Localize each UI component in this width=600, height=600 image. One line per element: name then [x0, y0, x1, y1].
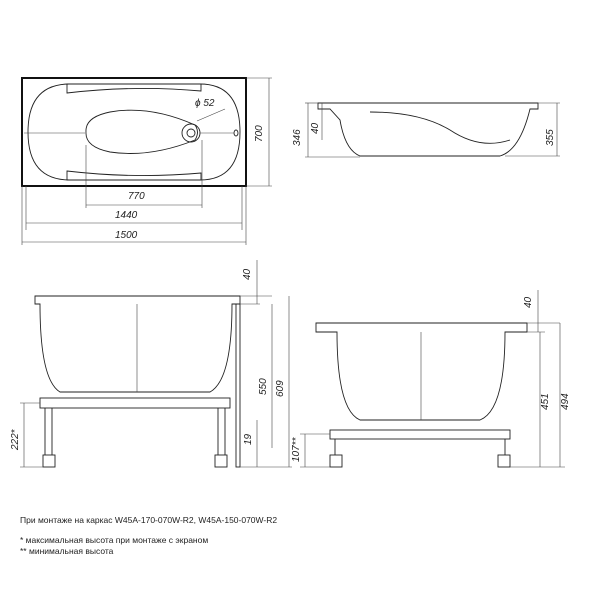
height-346-label: 346 [292, 129, 303, 146]
height-550-label: 550 [258, 378, 269, 395]
front-rim-label: 40 [242, 268, 253, 280]
end-rim-label: 40 [523, 296, 534, 308]
drain-diameter-label: ϕ 52 [195, 98, 215, 109]
front-view: 40 550 609 19 222* [10, 260, 292, 468]
side-section-view: 346 40 355 [292, 102, 560, 158]
footnote-2: ** минимальная высота [20, 546, 114, 556]
frame-note: При монтаже на каркас W45A-170-070W-R2, … [20, 515, 278, 525]
bowl-length-label: 1440 [115, 210, 138, 221]
inner-length-label: 770 [128, 191, 145, 202]
rim-40-label: 40 [310, 122, 321, 134]
footnote-1: * максимальная высота при монтаже с экра… [20, 535, 209, 545]
total-length-label: 1500 [115, 230, 138, 241]
height-494-label: 494 [560, 393, 571, 410]
notes: При монтаже на каркас W45A-170-070W-R2, … [20, 515, 277, 557]
gap-19-label: 19 [243, 433, 254, 445]
depth-355-label: 355 [545, 129, 556, 146]
height-451-label: 451 [540, 393, 551, 410]
height-609-label: 609 [275, 380, 286, 397]
leg-107-label: 107** [291, 436, 302, 462]
width-label: 700 [254, 125, 265, 142]
leg-222-label: 222* [10, 428, 21, 451]
top-view: ϕ 52 700 770 1440 1500 [21, 77, 272, 245]
end-view: 40 451 494 107** [291, 290, 571, 468]
